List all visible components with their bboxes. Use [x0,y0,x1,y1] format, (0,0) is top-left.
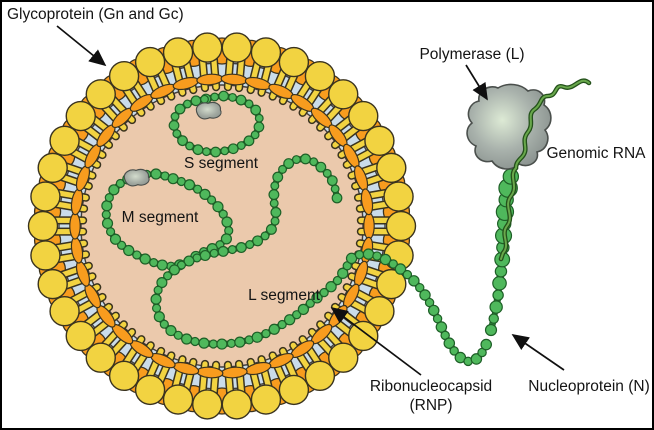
polymerase-label: Polymerase (L) [419,46,524,63]
m-segment-label: M segment [122,209,199,226]
glycoprotein-arrow [56,25,107,67]
nucleoprotein-label: Nucleoprotein (N) [528,378,649,395]
rnp-arrow [330,306,422,376]
rnp-label-line1: Ribonucleocapsid [370,378,492,395]
genomic-rna-label: Genomic RNA [546,145,646,162]
released-rnp-group [466,78,592,337]
glycoprotein-label: Glycoprotein (Gn and Gc) [7,6,184,23]
labels: Glycoprotein (Gn and Gc) Polymerase (L) … [7,6,650,414]
nucleoprotein-arrow [511,334,565,371]
l-segment-label: L segment [248,287,320,304]
s-segment-label: S segment [184,155,259,172]
polymerase-arrow [465,64,488,101]
rnp-label-line2: (RNP) [409,397,452,414]
polymerase-blob [466,83,552,170]
rna-segments-group [101,90,493,367]
label-arrows [56,25,565,376]
